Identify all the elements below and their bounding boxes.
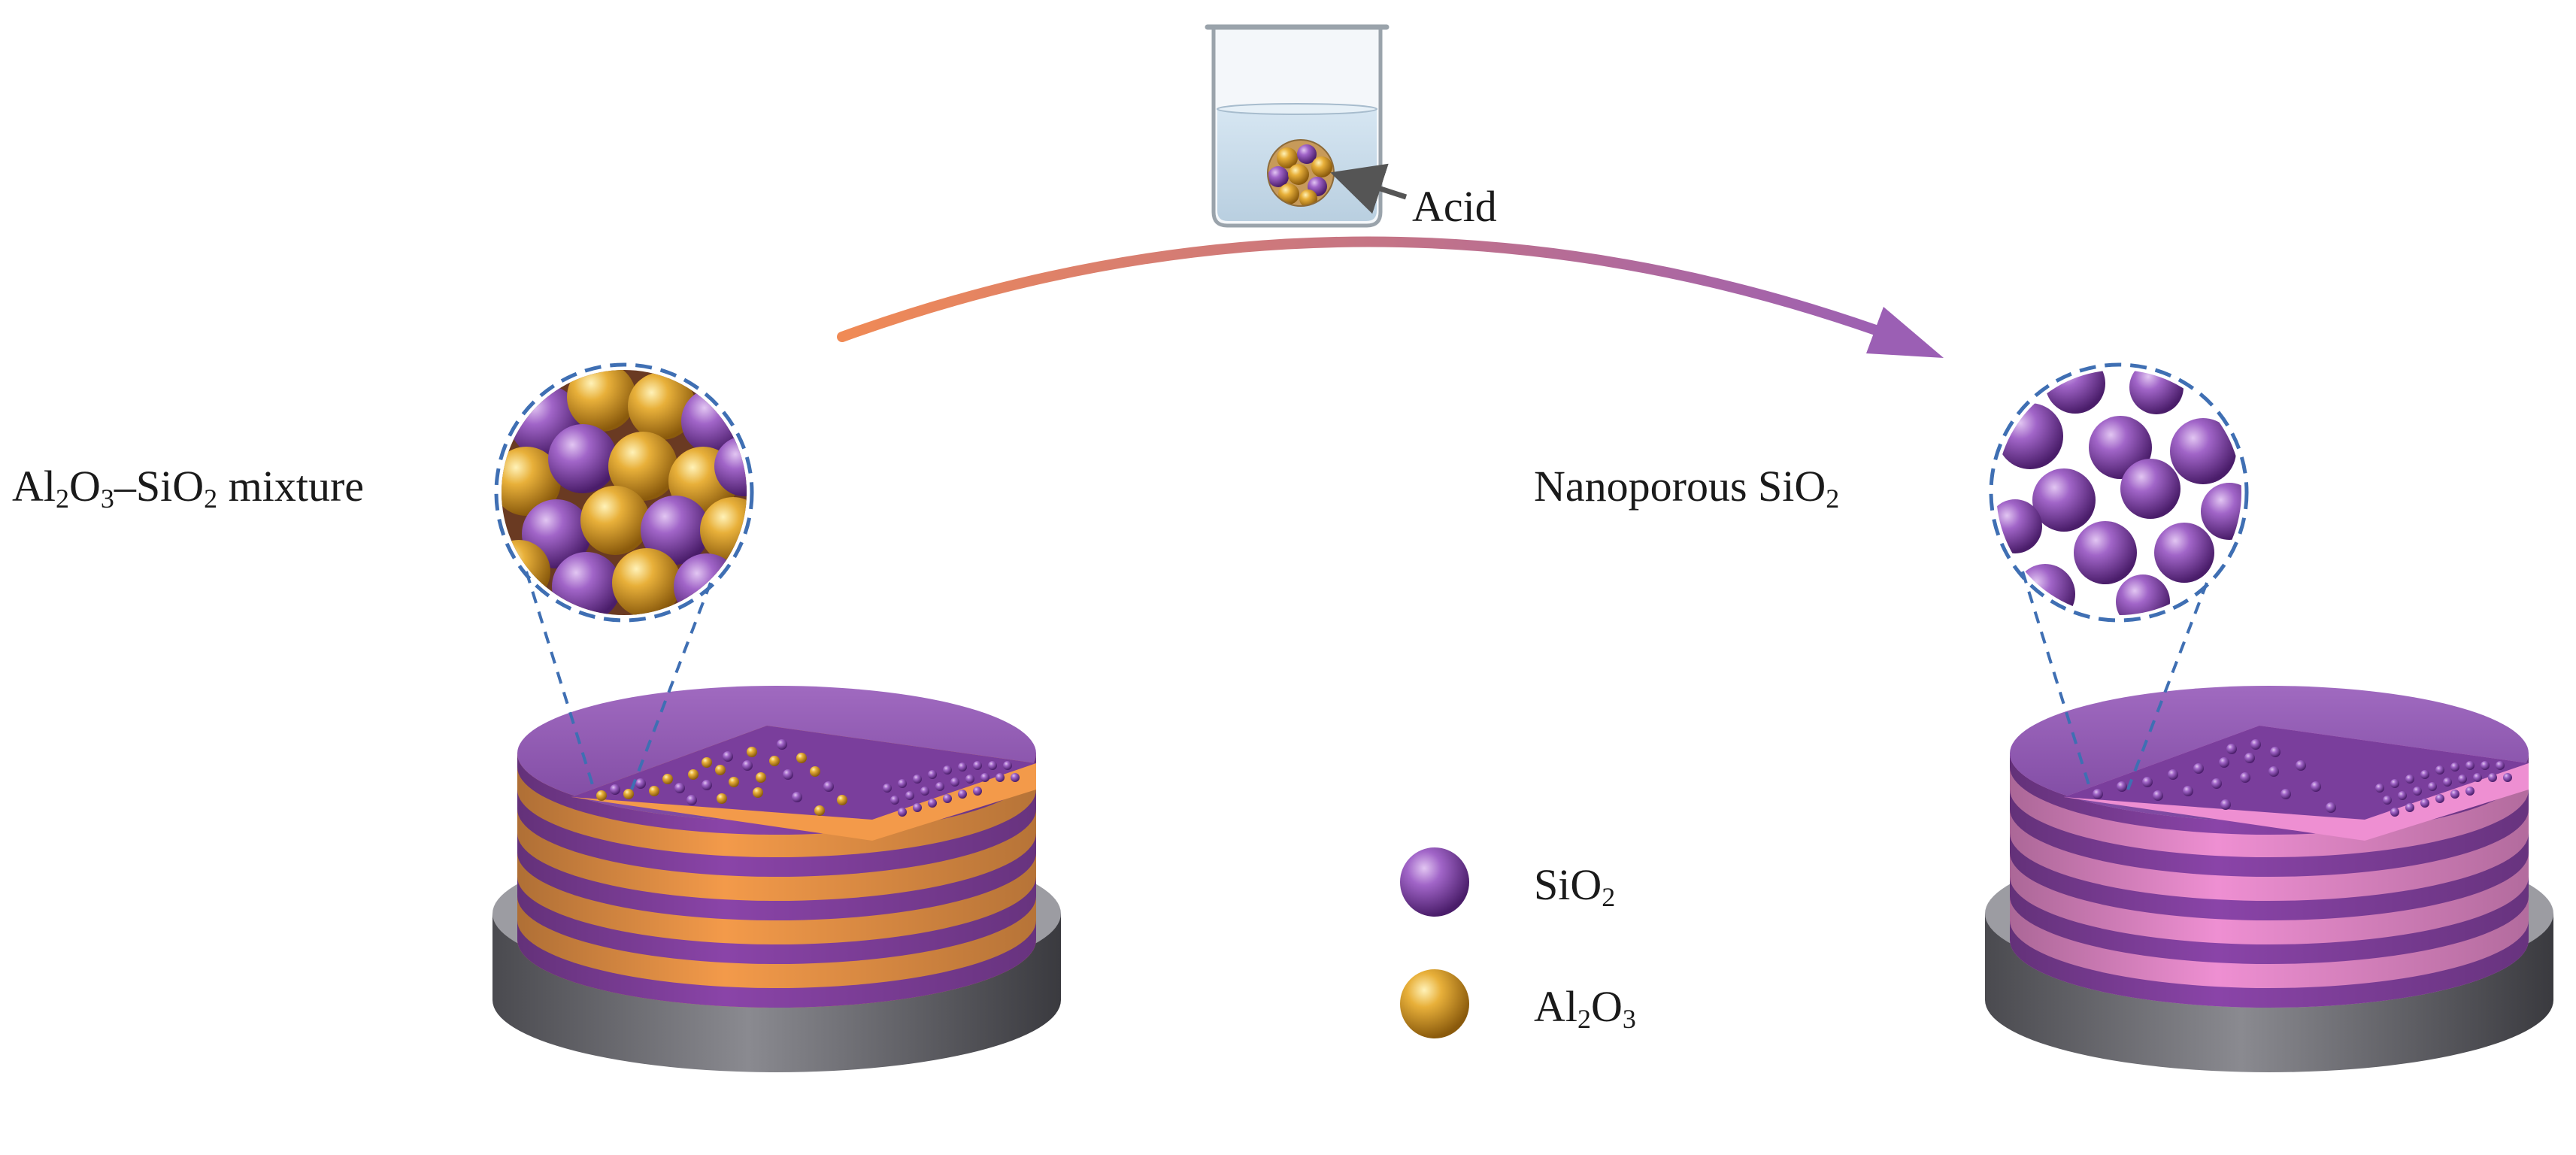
right-packed-sio2 (2375, 761, 2512, 817)
mixture-label: Al2O3–SiO2 mixture (12, 462, 365, 514)
legend-al2o3-sphere (1400, 969, 1469, 1038)
right-particle-bed (2093, 739, 2336, 813)
process-arrow-head (1866, 307, 1944, 358)
nanoporous-label: Nanoporous SiO2 (1534, 462, 1840, 514)
left-zoom-line (630, 582, 712, 790)
right-zoom-line (2126, 582, 2208, 790)
acid-pointer-arrow (1330, 163, 1408, 214)
left-zoom-line (525, 571, 596, 790)
legend-sio2-label: SiO2 (1534, 860, 1616, 912)
left-particle-bed (596, 739, 847, 816)
right-disc (1985, 686, 2553, 1072)
legend-al2o3-label: Al2O3 (1534, 982, 1636, 1034)
left-disc (492, 686, 1061, 1072)
beaker-particle-cluster (1268, 140, 1334, 206)
legend-sio2-sphere (1400, 847, 1469, 917)
right-zoom-circle (1989, 362, 2249, 623)
acid-label: Acid (1412, 182, 1497, 231)
beaker-icon (1205, 24, 1390, 228)
right-zoom-line (2021, 571, 2092, 790)
left-packed-sio2 (883, 761, 1020, 817)
process-arrow (837, 236, 1900, 342)
